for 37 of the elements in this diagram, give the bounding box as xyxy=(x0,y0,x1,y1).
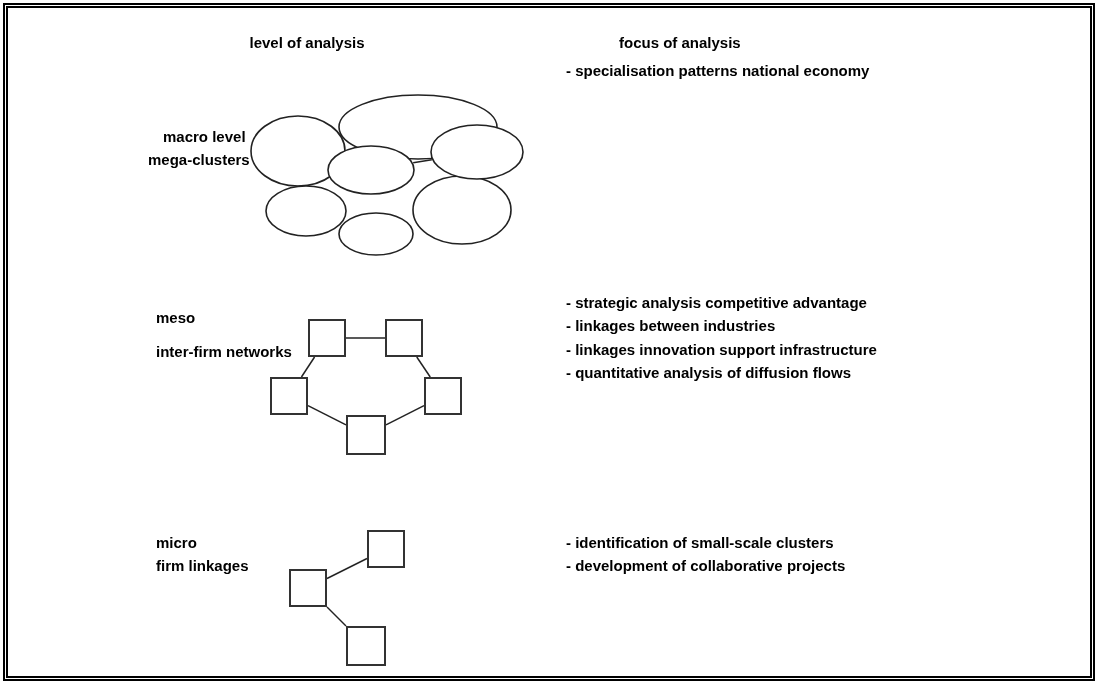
connector-line xyxy=(307,404,347,426)
square-box xyxy=(385,319,423,357)
connector-line xyxy=(326,606,347,627)
level-description: inter-firm networks xyxy=(156,343,292,361)
column-heading: focus of analysis xyxy=(619,34,741,52)
level-description: firm linkages xyxy=(156,557,249,575)
ellipse xyxy=(265,185,347,237)
ellipse xyxy=(430,124,524,180)
ellipse xyxy=(327,145,415,195)
focus-item: - linkages between industries xyxy=(566,317,776,335)
focus-item: - development of collaborative projects xyxy=(566,557,846,575)
ellipse xyxy=(338,212,414,256)
square-box xyxy=(346,626,386,666)
level-name: micro xyxy=(156,534,197,552)
square-box xyxy=(270,377,308,415)
connector-line xyxy=(345,337,386,339)
focus-item: - strategic analysis competitive advantage xyxy=(566,294,867,312)
square-box xyxy=(367,530,405,568)
ellipse xyxy=(250,115,346,187)
connector-line xyxy=(416,356,431,378)
level-name: meso xyxy=(156,309,196,327)
square-box xyxy=(346,415,386,455)
connector-line xyxy=(300,356,316,378)
level-description: mega-clusters xyxy=(148,151,250,169)
column-heading: level of analysis xyxy=(249,34,365,52)
square-box xyxy=(424,377,462,415)
focus-item: - quantitative analysis of diffusion flows xyxy=(566,364,852,382)
connector-line xyxy=(412,158,433,164)
square-box xyxy=(308,319,346,357)
focus-item: - identification of small-scale clusters xyxy=(566,534,834,552)
connector-line xyxy=(326,557,368,580)
focus-item: - specialisation patterns national economy xyxy=(566,62,870,80)
square-box xyxy=(289,569,327,607)
level-name: macro level xyxy=(163,128,246,146)
focus-item: - linkages innovation support infrastructure xyxy=(566,341,877,359)
connector-line xyxy=(385,404,425,426)
ellipse xyxy=(412,175,512,245)
